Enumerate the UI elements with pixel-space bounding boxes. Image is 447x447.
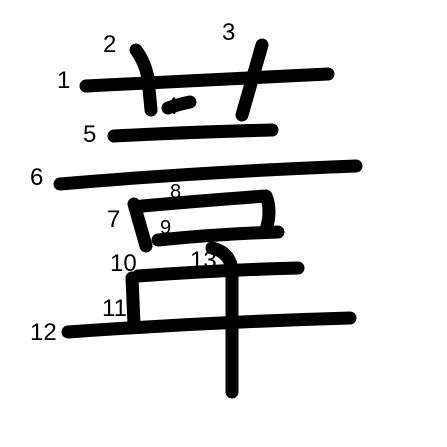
stroke-number-11: 11 xyxy=(102,295,127,322)
stroke-6 xyxy=(53,159,363,191)
stroke-10 xyxy=(131,261,305,283)
stroke-number-13: 13 xyxy=(190,247,217,274)
stroke-number-5: 5 xyxy=(83,121,96,148)
stroke-number-6: 6 xyxy=(30,164,43,191)
stroke-number-1: 1 xyxy=(57,67,70,94)
stroke-number-3: 3 xyxy=(222,19,235,46)
stroke-8 xyxy=(135,189,276,237)
stroke-4 xyxy=(161,95,197,115)
stroke-11 xyxy=(125,271,141,331)
stroke-number-4: 4 xyxy=(165,93,178,120)
stroke-3 xyxy=(235,38,269,122)
stroke-number-8: 8 xyxy=(170,181,181,203)
stroke-2 xyxy=(129,43,158,117)
stroke-number-12: 12 xyxy=(30,319,57,346)
stroke-number-7: 7 xyxy=(107,206,120,233)
stroke-number-10: 10 xyxy=(110,250,137,277)
stroke-7 xyxy=(127,197,153,253)
stroke-1 xyxy=(79,67,335,93)
stroke-13 xyxy=(205,241,239,399)
stroke-12 xyxy=(61,311,357,339)
stroke-number-9: 9 xyxy=(160,217,171,239)
stroke-9 xyxy=(151,225,285,247)
stroke-number-2: 2 xyxy=(103,31,116,58)
stroke-5 xyxy=(107,123,279,143)
